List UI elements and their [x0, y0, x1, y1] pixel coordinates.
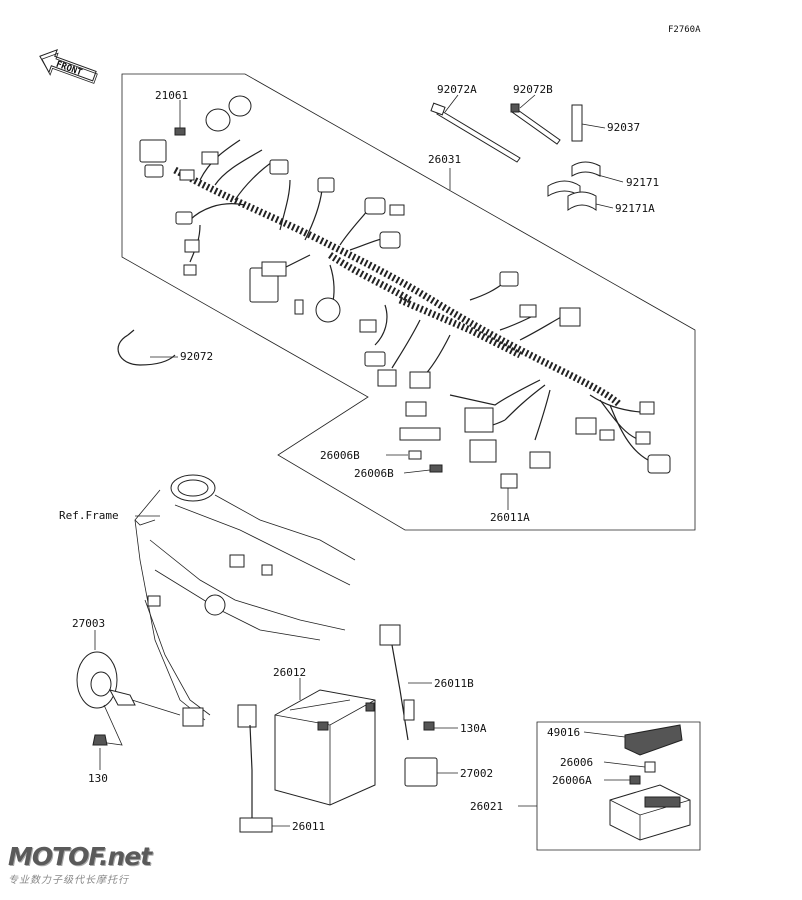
label-92072B: 92072B: [513, 83, 553, 96]
relay-26011A: [500, 473, 518, 489]
label-26006: 26006: [560, 756, 593, 769]
label-92171: 92171: [626, 176, 659, 189]
front-arrow-icon: FRONT: [39, 48, 98, 84]
label-21061: 21061: [155, 89, 188, 102]
label-26006B-1: 26006B: [320, 449, 360, 462]
parts-92072A-92072B-92037: [430, 102, 583, 163]
label-26011A: 26011A: [490, 511, 530, 524]
label-26012: 26012: [273, 666, 306, 679]
label-27002: 27002: [460, 767, 493, 780]
label-49016: 49016: [547, 726, 580, 739]
label-92171A: 92171A: [615, 202, 655, 215]
fuse-box-group-outline: [536, 721, 701, 851]
label-26031: 26031: [428, 153, 461, 166]
label-26006A: 26006A: [552, 774, 592, 787]
label-27003: 27003: [72, 617, 105, 630]
fuse-box-26021: [609, 724, 691, 841]
horn-27003: [76, 651, 181, 746]
harness-group-outline: [121, 73, 696, 531]
label-26011: 26011: [292, 820, 325, 833]
watermark-subtitle: 专业数力子级代长摩托行: [8, 875, 129, 886]
label-130A: 130A: [460, 722, 487, 735]
band-92072: [117, 329, 176, 366]
watermark: MOTOF.net 专业数力子级代长摩托行: [8, 842, 152, 886]
reference-frame: [134, 474, 356, 727]
label-26006B-2: 26006B: [354, 467, 394, 480]
label-130: 130: [88, 772, 108, 785]
relay-27002: [404, 757, 438, 787]
label-ref-frame: Ref.Frame: [59, 509, 119, 522]
leader-lines: [94, 94, 646, 827]
figure-code: F2760A: [668, 25, 701, 35]
harness-connectors: [139, 95, 671, 474]
battery-26012: [274, 689, 376, 806]
label-92037: 92037: [607, 121, 640, 134]
fuse-26006B-a: [408, 450, 422, 460]
fuse-26006B-b: [429, 464, 443, 473]
label-26011B: 26011B: [434, 677, 474, 690]
clamps-92171: [547, 161, 601, 211]
label-92072A: 92072A: [437, 83, 477, 96]
label-92072: 92072: [180, 350, 213, 363]
label-26021: 26021: [470, 800, 503, 813]
battery-cables: [237, 624, 435, 833]
watermark-logo: MOTOF.net: [8, 842, 152, 871]
